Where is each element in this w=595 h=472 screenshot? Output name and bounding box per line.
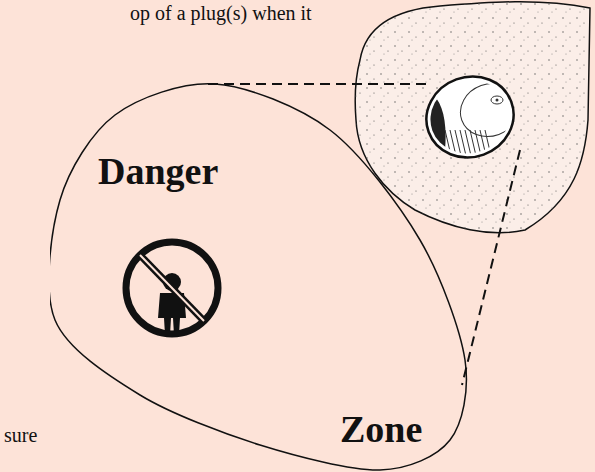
no-entry-symbol [126, 242, 218, 335]
body-text-fragment: op of a plug(s) when it [130, 2, 312, 24]
zone-heading: Danger [98, 152, 218, 190]
body-text-fragment: sure [4, 424, 37, 446]
rock-texture [355, 2, 590, 233]
rock-surface [355, 2, 590, 233]
danger-zone-oval: DangerZone [50, 80, 470, 472]
leader-line [208, 83, 428, 85]
drill-hole [415, 64, 527, 169]
zone-heading: Zone [340, 410, 422, 448]
leader-line [462, 150, 520, 385]
